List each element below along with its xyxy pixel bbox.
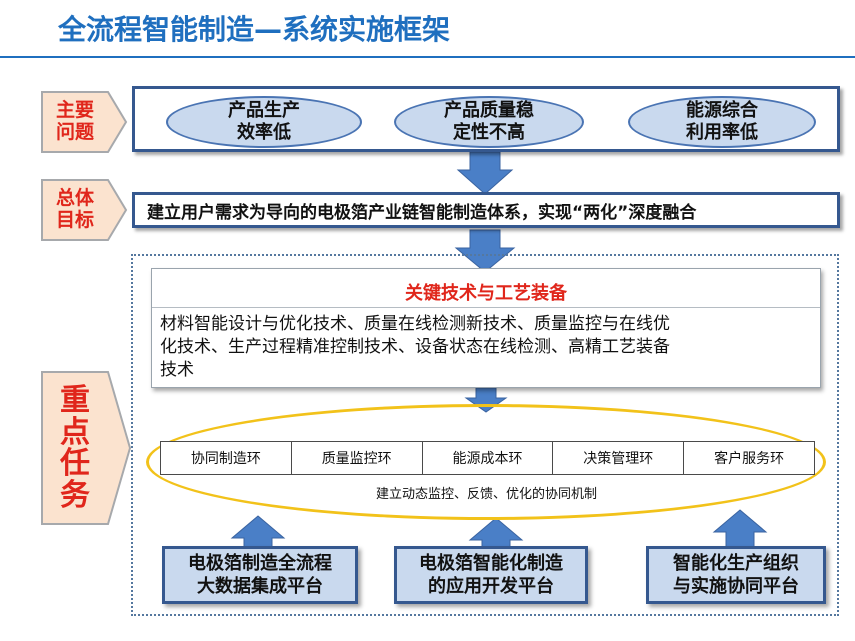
goal-text: 建立用户需求为导向的电极箔产业链智能制造体系，实现“两化”深度融合 [147, 202, 697, 223]
problem-item-quality: 产品质量稳定性不高 [394, 96, 584, 148]
ring-caption: 建立动态监控、反馈、优化的协同机制 [375, 487, 597, 502]
title-underline [0, 56, 855, 58]
problem-item-energy: 能源综合利用率低 [628, 96, 816, 148]
arrow-down-2 [454, 229, 516, 273]
loop-energy-cost: 能源成本环 [423, 442, 554, 474]
problems-label: 主要问题 [55, 99, 94, 143]
loop-customer-service: 客户服务环 [714, 451, 785, 467]
key-tech-description: 材料智能设计与优化技术、质量在线检测新技术、质量监控与在线优 化技术、生产过程精… [160, 314, 670, 380]
loop-collaborative-manufacturing: 协同制造环 [161, 442, 292, 474]
loop-decision-management: 决策管理环 [553, 442, 685, 474]
goal-label: 总体目标 [55, 187, 94, 231]
key-tech-box: 关键技术与工艺装备 材料智能设计与优化技术、质量在线检测新技术、质量监控与在线优… [151, 268, 821, 388]
tasks-frame [131, 254, 839, 616]
loop-quality-monitoring: 质量监控环 [292, 442, 423, 474]
collaboration-ring [146, 404, 826, 520]
key-tech-divider [152, 307, 820, 308]
platform-big-data: 电极箔制造全流程大数据集成平台 [162, 546, 358, 604]
tasks-label: 重 点 任 务 [60, 383, 90, 513]
problem-item-efficiency: 产品生产效率低 [166, 96, 362, 148]
goal-label-pentagon [41, 179, 128, 241]
page-title: 全流程智能制造—系统实施框架 [58, 13, 451, 46]
loop-cells: 协同制造环 质量监控环 能源成本环 决策管理环 客户服务环 [160, 441, 815, 475]
goal-box: 建立用户需求为导向的电极箔产业链智能制造体系，实现“两化”深度融合 [132, 192, 840, 228]
arrow-down-1 [456, 151, 514, 195]
tasks-label-pentagon [41, 371, 132, 525]
platform-application-dev: 电极箔智能化制造的应用开发平台 [394, 546, 588, 604]
problems-label-pentagon [41, 91, 128, 153]
key-tech-title: 关键技术与工艺装备 [405, 283, 567, 304]
platform-production-collaboration: 智能化生产组织与实施协同平台 [646, 546, 826, 604]
